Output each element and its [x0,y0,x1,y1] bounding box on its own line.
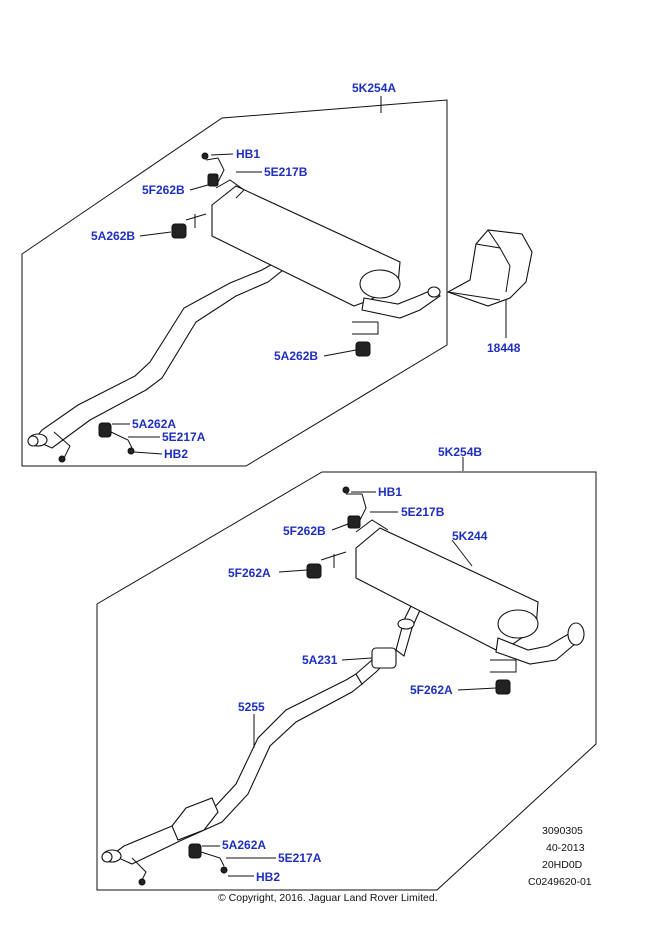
callout-hb2-lower[interactable]: HB2 [256,870,280,884]
lower-assembly-label[interactable]: 5K254B [438,445,482,459]
callout-5e217b-lower[interactable]: 5E217B [401,505,445,519]
lower-isolator-right [495,679,511,695]
callout-5e217a-lower[interactable]: 5E217A [278,851,322,865]
lower-isolator-left [306,563,322,579]
reference-line-1: 3090305 [542,825,583,837]
callout-5f262b-upper[interactable]: 5F262B [142,183,185,197]
callout-5a262a-lower[interactable]: 5A262A [222,838,266,852]
copyright-notice: © Copyright, 2016. Jaguar Land Rover Lim… [218,892,438,904]
callout-18448[interactable]: 18448 [487,341,521,355]
callout-5255[interactable]: 5255 [238,700,265,714]
callout-5e217b-upper[interactable]: 5E217B [264,165,308,179]
lower-front-pipe [110,673,363,865]
upper-assembly-frame [21,99,448,467]
lower-assembly-frame [96,471,597,891]
callout-5a262b-upper-right[interactable]: 5A262B [274,349,318,363]
reference-line-3: 20HD0D [542,859,583,871]
callout-hb1-upper[interactable]: HB1 [236,147,260,161]
callout-hb2-upper[interactable]: HB2 [164,447,188,461]
callout-5a231[interactable]: 5A231 [302,653,338,667]
lower-isolator-front [188,843,202,859]
callout-5f262b-lower[interactable]: 5F262B [283,524,326,538]
upper-assembly: 5K254A [21,81,448,467]
reference-line-4: C0249620-01 [528,876,592,888]
callout-hb1-lower[interactable]: HB1 [378,485,402,499]
callout-5e217a-upper[interactable]: 5E217A [162,430,206,444]
reference-line-2: 40-2013 [546,842,585,854]
reference-block: 3090305 40-2013 20HD0D C0249620-01 [528,825,592,888]
upper-isolator-right [355,341,371,357]
upper-isolator-left [171,223,187,239]
callout-5a262a-upper[interactable]: 5A262A [132,417,176,431]
lower-catalyst [171,797,219,841]
callout-5f262a-lower-left[interactable]: 5F262A [228,566,271,580]
callout-5f262a-lower-right[interactable]: 5F262A [410,683,453,697]
upper-assembly-label[interactable]: 5K254A [352,81,396,95]
upper-isolator-front [98,422,112,438]
callout-5a262b-upper-left[interactable]: 5A262B [91,229,135,243]
heat-shield-part [446,229,533,307]
heat-shield: 18448 [446,229,533,355]
callout-5k244[interactable]: 5K244 [452,529,488,543]
lower-assembly: 5K254B [96,445,597,891]
lower-resonator [371,647,397,669]
